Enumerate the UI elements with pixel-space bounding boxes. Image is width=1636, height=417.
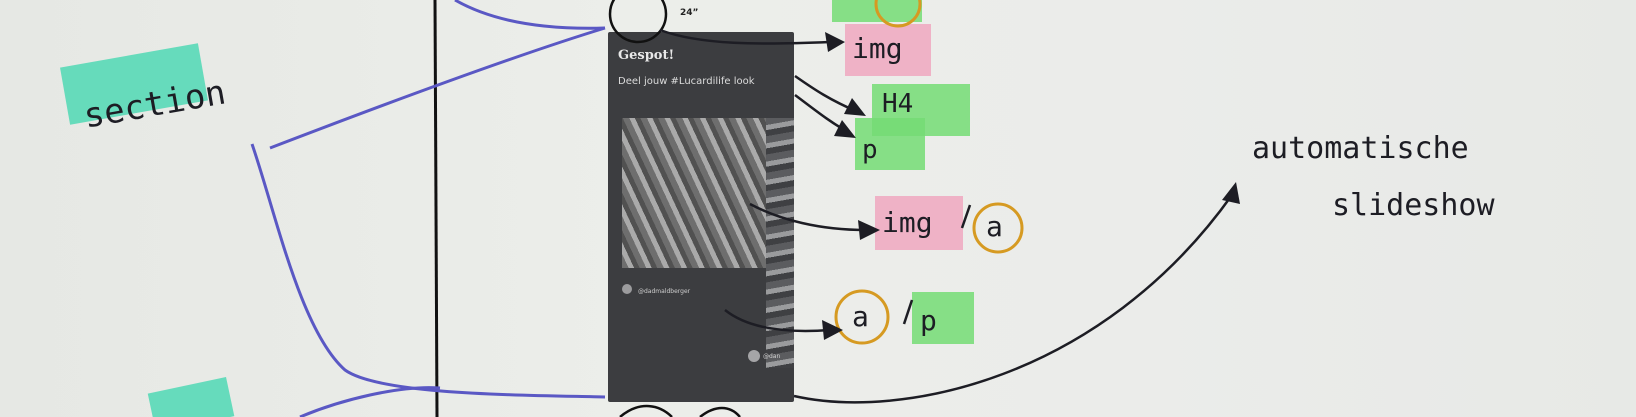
section-highlight-2 <box>147 377 235 417</box>
p-label-2: p <box>920 304 937 337</box>
p-highlight-2 <box>912 292 974 344</box>
p-highlight-1 <box>855 118 925 170</box>
phone-time: 24” <box>680 8 699 18</box>
phone-handle: @dan <box>763 353 781 360</box>
arrowheads <box>822 32 1240 340</box>
phone-mockup: Gespot! Deel jouw #Lucardilife look @dad… <box>608 32 794 402</box>
bracket-bottom-2 <box>299 386 441 417</box>
a-circle-1 <box>972 202 1024 254</box>
slash <box>960 204 972 229</box>
bottom-circle-arc <box>619 404 673 417</box>
avatar <box>622 284 632 294</box>
h4-label: H4 <box>882 89 913 119</box>
bracket-top <box>269 26 606 150</box>
phone-handle: @dadmaldberger <box>638 288 691 295</box>
a-label-2: a <box>852 300 869 333</box>
bracket-top-2 <box>454 0 606 30</box>
section-highlight <box>60 43 208 125</box>
phone-subtitle: Deel jouw #Lucardilife look <box>618 76 755 87</box>
img-highlight-1 <box>845 24 931 76</box>
slash <box>902 299 914 325</box>
annotation-line-2: slideshow <box>1332 188 1495 223</box>
bottom-circle-arc <box>699 406 741 417</box>
divider-line <box>433 0 439 417</box>
img-label-2: img <box>882 206 933 239</box>
a-circle-top <box>874 0 922 28</box>
phone-title: Gespot! <box>618 48 675 63</box>
phone-photo-next <box>766 118 794 368</box>
annotation-line-1: automatische <box>1252 131 1469 166</box>
img-label-1: img <box>852 32 903 65</box>
p-label-1: p <box>862 135 878 165</box>
phone-photo <box>622 118 772 268</box>
a-label-1: a <box>986 210 1003 243</box>
avatar <box>748 350 760 362</box>
a-circle-2 <box>834 289 890 345</box>
img-highlight-2 <box>875 196 963 250</box>
phone-top-circle <box>608 0 668 44</box>
bracket-bottom <box>250 143 606 399</box>
